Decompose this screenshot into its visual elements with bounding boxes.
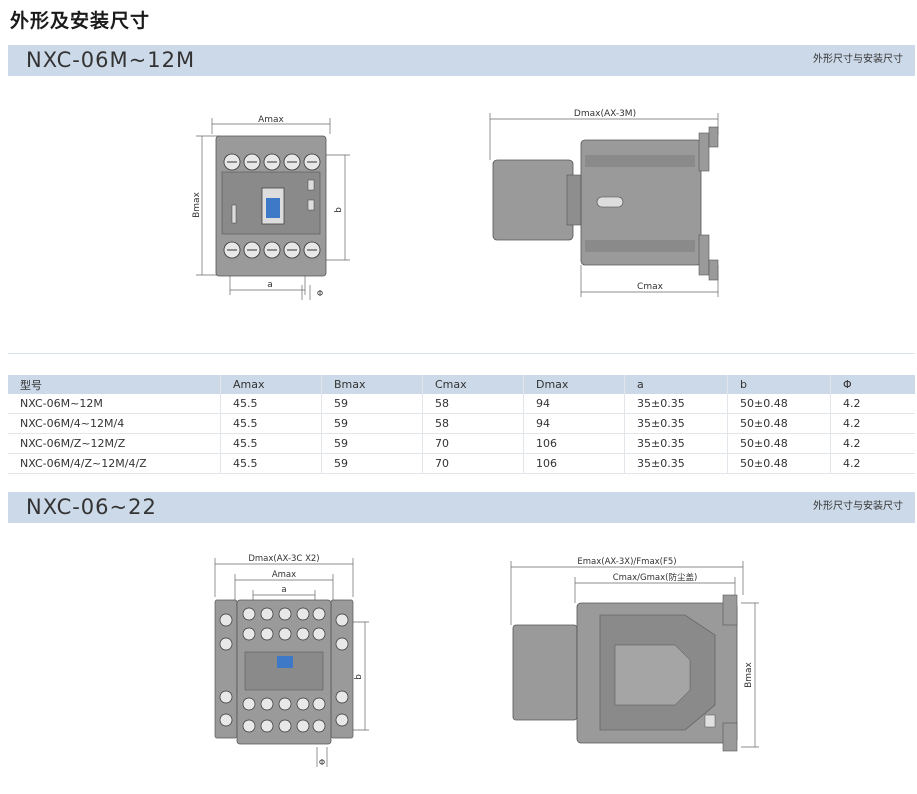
cell: 45.5: [220, 394, 322, 414]
cell: 59: [321, 433, 423, 454]
dimension-table: 型号 Amax Bmax Cmax Dmax a b Φ NXC-06M~12M…: [8, 375, 915, 474]
dim-amax-label: Amax: [272, 570, 296, 580]
cell: NXC-06M/4~12M/4: [8, 413, 221, 434]
cell: 4.2: [830, 453, 915, 474]
table-row: NXC-06M/4/Z~12M/4/Z 45.5 59 70 106 35±0.…: [8, 453, 915, 474]
cell: 45.5: [220, 413, 322, 434]
blue-indicator: [277, 656, 293, 668]
dim-bmax-label: Bmax: [192, 191, 202, 217]
cell: 35±0.35: [624, 453, 728, 474]
header-cmax: Cmax: [422, 375, 524, 394]
header-a: a: [624, 375, 728, 394]
cell: 50±0.48: [727, 433, 831, 454]
cell: 106: [523, 453, 625, 474]
cell: 35±0.35: [624, 413, 728, 434]
cell: 4.2: [830, 394, 915, 414]
dim-a-label: a: [281, 585, 286, 595]
dim-amax-label: Amax: [258, 115, 284, 125]
cell: 94: [523, 394, 625, 414]
side-view-diagram-1: Dmax(AX-3M) Cmax: [489, 109, 719, 297]
table-header-row: 型号 Amax Bmax Cmax Dmax a b Φ: [8, 375, 915, 394]
page-title: 外形及安装尺寸: [10, 10, 151, 32]
cell: 59: [321, 453, 423, 474]
section-model-title: NXC-06M~12M: [26, 48, 196, 72]
side-view-diagram-2: Emax(AX-3X)/Fmax(F5) Cmax/Gmax(防尘盖) Bmax: [510, 557, 759, 752]
table-row: NXC-06M/4~12M/4 45.5 59 58 94 35±0.35 50…: [8, 413, 915, 434]
dim-emax-label: Emax(AX-3X)/Fmax(F5): [577, 557, 676, 567]
cell: 35±0.35: [624, 433, 728, 454]
cell: 50±0.48: [727, 394, 831, 414]
dim-cmax-label: Cmax: [637, 282, 664, 292]
cell: NXC-06M/4/Z~12M/4/Z: [8, 453, 221, 474]
dim-b-label: b: [334, 207, 344, 213]
cell: 70: [422, 433, 524, 454]
cell: 50±0.48: [727, 413, 831, 434]
cell: 59: [321, 413, 423, 434]
header-b: b: [727, 375, 831, 394]
cell: 4.2: [830, 433, 915, 454]
aux-module: [492, 159, 574, 241]
header-phi: Φ: [830, 375, 915, 394]
cell: 94: [523, 413, 625, 434]
table-row: NXC-06M~12M 45.5 59 58 94 35±0.35 50±0.4…: [8, 394, 915, 414]
cell: 59: [321, 394, 423, 414]
dim-bmax-label: Bmax: [744, 661, 754, 687]
front-view-diagram-2: Dmax(AX-3C X2) Amax a b Φ: [214, 554, 369, 767]
section-model-title: NXC-06~22: [26, 495, 157, 519]
cell: 45.5: [220, 433, 322, 454]
dim-phi-label: Φ: [317, 289, 323, 298]
header-bmax: Bmax: [321, 375, 423, 394]
dim-cmax-label: Cmax/Gmax(防尘盖): [613, 572, 698, 583]
dim-dmax-label: Dmax(AX-3M): [574, 109, 636, 119]
cell: NXC-06M~12M: [8, 394, 221, 414]
header-dmax: Dmax: [523, 375, 625, 394]
front-view-diagram-1: Amax Bmax b a Φ: [192, 115, 350, 300]
cell: 106: [523, 433, 625, 454]
section-divider: [8, 353, 915, 354]
dim-dmax-label: Dmax(AX-3C X2): [248, 554, 319, 564]
header-amax: Amax: [220, 375, 322, 394]
cell: NXC-06M/Z~12M/Z: [8, 433, 221, 454]
cell: 45.5: [220, 453, 322, 474]
cell: 50±0.48: [727, 453, 831, 474]
section-tag: 外形尺寸与安装尺寸: [813, 54, 903, 65]
main-body: [580, 139, 702, 266]
dim-a-label: a: [267, 280, 273, 290]
cell: 58: [422, 394, 524, 414]
section-header-nxc-06m: NXC-06M~12M 外形尺寸与安装尺寸: [8, 45, 915, 76]
section-tag: 外形尺寸与安装尺寸: [813, 501, 903, 512]
blue-indicator: [266, 198, 280, 218]
cell: 70: [422, 453, 524, 474]
aux-module: [512, 624, 578, 721]
section-header-nxc-06: NXC-06~22 外形尺寸与安装尺寸: [8, 492, 915, 523]
cell: 58: [422, 413, 524, 434]
header-model: 型号: [8, 375, 221, 394]
table-row: NXC-06M/Z~12M/Z 45.5 59 70 106 35±0.35 5…: [8, 433, 915, 454]
cell: 35±0.35: [624, 394, 728, 414]
cell: 4.2: [830, 413, 915, 434]
dim-b-label: b: [354, 674, 364, 680]
dim-phi-label: Φ: [319, 758, 325, 767]
